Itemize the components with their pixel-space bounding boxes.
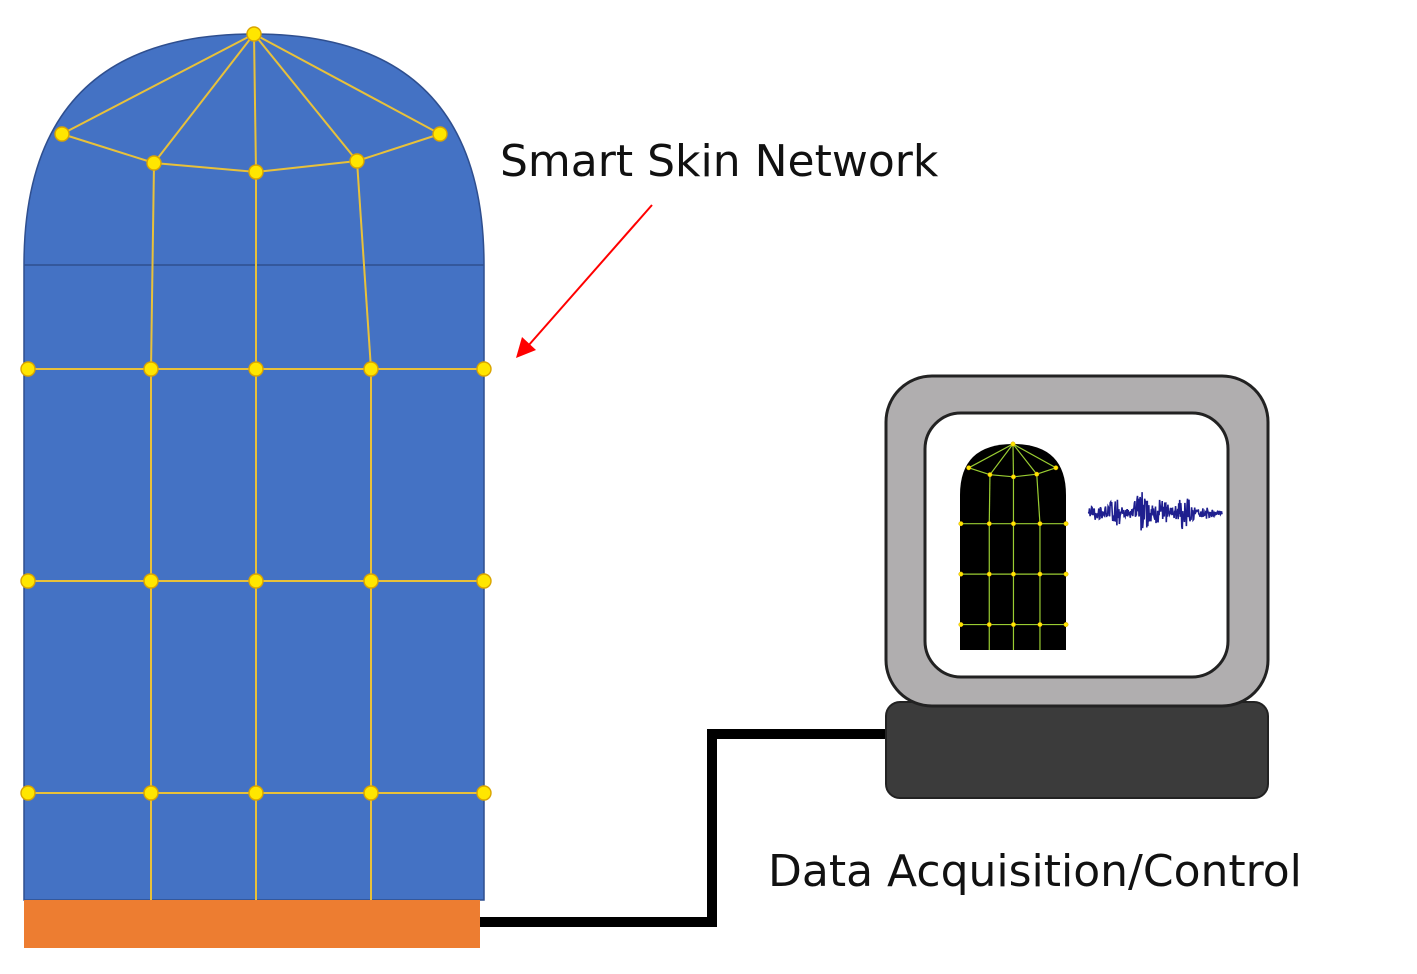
vertical-strand-line bbox=[988, 474, 991, 524]
dome-spoke-line bbox=[989, 443, 1014, 476]
dome-spoke-line bbox=[61, 33, 255, 135]
sensor-node-icon bbox=[986, 571, 992, 577]
network-label: Smart Skin Network bbox=[500, 136, 939, 187]
sensor-node-icon bbox=[1011, 571, 1016, 577]
screen-silo-network bbox=[958, 441, 1069, 650]
vertical-strand-line bbox=[1036, 474, 1041, 524]
sensor-node-icon bbox=[143, 573, 159, 589]
sensor-node-icon bbox=[1034, 471, 1040, 477]
dome-spoke-line bbox=[968, 443, 1014, 469]
sensor-node-icon bbox=[1010, 441, 1016, 447]
screen-silo-thumbnail bbox=[958, 441, 1069, 650]
sensor-node-icon bbox=[20, 573, 36, 589]
dome-spoke-line bbox=[1012, 443, 1038, 475]
sensor-node-icon bbox=[1063, 571, 1069, 577]
sensor-node-icon bbox=[363, 785, 379, 801]
sensor-node-icon bbox=[987, 472, 993, 478]
sensor-node-icon bbox=[1011, 622, 1016, 627]
dome-spoke-line bbox=[253, 33, 257, 173]
sensor-node-icon bbox=[1063, 521, 1069, 527]
dome-ring-line bbox=[153, 162, 257, 173]
sensor-node-icon bbox=[143, 785, 159, 801]
sensor-node-icon bbox=[349, 153, 365, 169]
dome-spoke-line bbox=[253, 33, 358, 162]
sensor-node-icon bbox=[476, 361, 492, 377]
dome-ring-line bbox=[989, 474, 1014, 478]
sensor-node-icon bbox=[246, 26, 262, 42]
sensor-node-icon bbox=[248, 361, 264, 377]
dome-spoke-line bbox=[253, 33, 441, 135]
pointer-arrow-head bbox=[516, 337, 536, 358]
sensor-node-icon bbox=[1011, 474, 1016, 480]
dome-ring-line bbox=[1036, 467, 1057, 475]
sensor-node-icon bbox=[1063, 622, 1069, 627]
dome-ring-line bbox=[61, 133, 155, 164]
dome-ring-line bbox=[968, 467, 991, 476]
sensor-node-icon bbox=[1053, 465, 1059, 471]
sensor-node-icon bbox=[363, 573, 379, 589]
dome-spoke-line bbox=[1012, 443, 1057, 469]
vertical-strand-line bbox=[356, 160, 372, 370]
smart-skin-network bbox=[20, 26, 492, 900]
sensor-node-icon bbox=[1037, 571, 1043, 577]
sensor-node-icon bbox=[476, 573, 492, 589]
sensor-node-icon bbox=[1037, 521, 1043, 527]
daq-label: Data Acquisition/Control bbox=[768, 846, 1302, 897]
pointer-arrow bbox=[516, 204, 653, 358]
sensor-node-icon bbox=[146, 155, 162, 171]
sensor-node-icon bbox=[54, 126, 70, 142]
sensor-node-icon bbox=[432, 126, 448, 142]
sensor-node-icon bbox=[143, 361, 159, 377]
sensor-node-icon bbox=[986, 622, 992, 627]
silo bbox=[23, 33, 485, 948]
sensor-node-icon bbox=[20, 785, 36, 801]
monitor-base bbox=[885, 701, 1269, 799]
dome-ring-line bbox=[255, 160, 358, 173]
sensor-node-icon bbox=[958, 622, 964, 627]
sensor-node-icon bbox=[248, 164, 264, 180]
waveform-icon bbox=[1087, 492, 1223, 531]
monitor-icon bbox=[884, 374, 1270, 799]
sensor-node-icon bbox=[958, 521, 964, 527]
dome-ring-line bbox=[356, 133, 441, 162]
sensor-node-icon bbox=[986, 521, 992, 527]
sensor-node-icon bbox=[476, 785, 492, 801]
sensor-node-icon bbox=[1011, 521, 1016, 527]
dome-spoke-line bbox=[153, 33, 255, 164]
sensor-node-icon bbox=[1037, 622, 1043, 627]
sensor-node-icon bbox=[958, 571, 964, 577]
sensor-node-icon bbox=[248, 573, 264, 589]
vertical-strand-line bbox=[150, 162, 155, 370]
silo-base bbox=[24, 900, 480, 948]
data-cable bbox=[480, 729, 890, 927]
pointer-arrow-shaft bbox=[527, 204, 653, 347]
sensor-node-icon bbox=[248, 785, 264, 801]
sensor-node-icon bbox=[966, 465, 972, 471]
silo-body bbox=[23, 33, 485, 901]
dome-ring-line bbox=[1013, 473, 1037, 478]
sensor-node-icon bbox=[20, 361, 36, 377]
sensor-node-icon bbox=[363, 361, 379, 377]
